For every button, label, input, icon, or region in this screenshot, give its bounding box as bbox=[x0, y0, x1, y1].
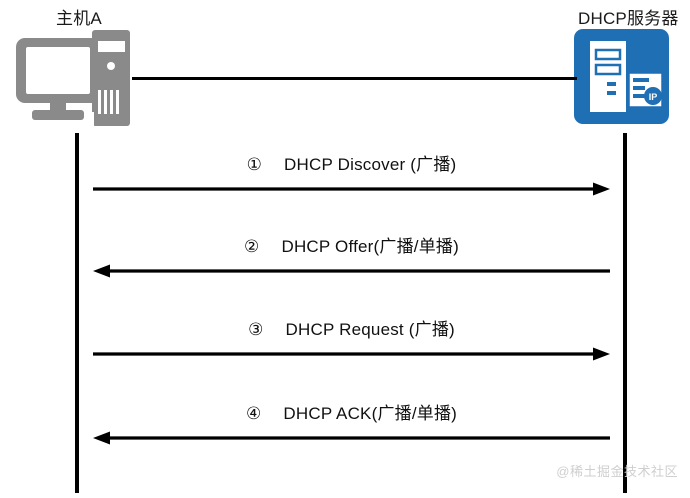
message-number-2: ② bbox=[244, 237, 260, 256]
desktop-computer-icon bbox=[14, 28, 134, 130]
message-label-4: ④ DHCP ACK(广播/单播) bbox=[93, 399, 610, 424]
message-number-3: ③ bbox=[248, 320, 264, 339]
message-label-1: ① DHCP Discover (广播) bbox=[93, 150, 610, 175]
message-text-1: DHCP Discover (广播) bbox=[284, 155, 457, 174]
message-row-2: ② DHCP Offer(广播/单播) bbox=[93, 232, 610, 278]
device-connector-line bbox=[132, 77, 577, 80]
message-arrow-2-left bbox=[93, 264, 610, 278]
message-number-1: ① bbox=[246, 155, 263, 174]
svg-text:IP: IP bbox=[649, 92, 658, 102]
message-label-3: ③ DHCP Request (广播) bbox=[93, 315, 610, 340]
message-row-3: ③ DHCP Request (广播) bbox=[93, 315, 610, 361]
dhcp-server-icon: IP bbox=[574, 29, 669, 124]
message-row-4: ④ DHCP ACK(广播/单播) bbox=[93, 399, 610, 445]
message-row-1: ① DHCP Discover (广播) bbox=[93, 150, 610, 196]
message-text-3: DHCP Request (广播) bbox=[285, 320, 455, 339]
message-arrow-4-left bbox=[93, 431, 610, 445]
host-node-title: 主机A bbox=[56, 9, 102, 28]
host-lifeline bbox=[75, 133, 79, 493]
message-arrow-1-right bbox=[93, 182, 610, 196]
server-node-title: DHCP服务器 bbox=[578, 9, 679, 28]
message-arrow-3-right bbox=[93, 347, 610, 361]
watermark-text: @稀土掘金技术社区 bbox=[556, 464, 678, 479]
message-number-4: ④ bbox=[245, 404, 262, 423]
message-text-2: DHCP Offer(广播/单播) bbox=[281, 237, 459, 256]
message-label-2: ② DHCP Offer(广播/单播) bbox=[93, 232, 610, 257]
message-text-4: DHCP ACK(广播/单播) bbox=[283, 404, 458, 423]
server-lifeline bbox=[623, 133, 627, 493]
